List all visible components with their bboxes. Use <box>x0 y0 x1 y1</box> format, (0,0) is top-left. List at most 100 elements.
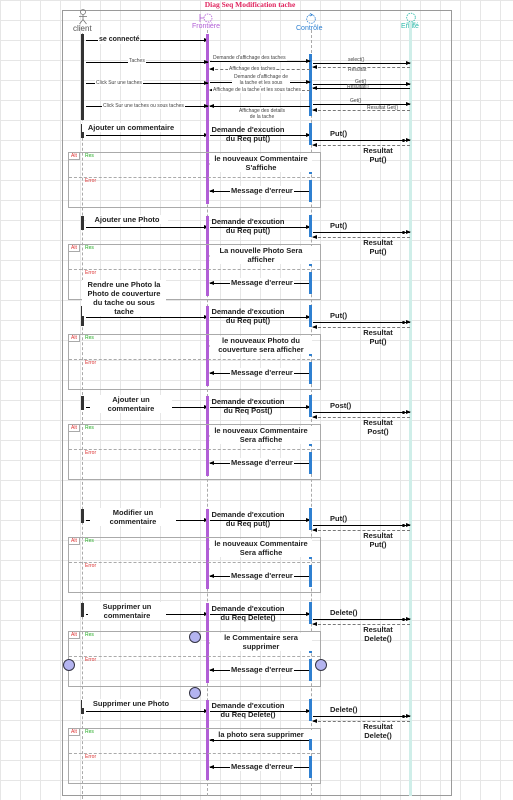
guard-success: Res <box>85 245 94 251</box>
result-arrow <box>312 415 410 419</box>
guard-error: Error <box>85 270 97 276</box>
action-label: Supprimer une Photo <box>82 699 180 708</box>
result-label: Resultat Put() <box>363 238 393 256</box>
msg-connect: se connecté <box>98 35 141 44</box>
request-label: Demande d'excution du Req put() <box>211 307 285 325</box>
call-label: Put() <box>330 129 348 138</box>
activation-controle-block <box>309 215 312 237</box>
request-label: Demande d'excution du Req Delete() <box>211 701 285 719</box>
click-tache-arrow <box>86 81 209 85</box>
call-endpoint <box>402 524 405 527</box>
msg-get2: Get() <box>350 98 362 104</box>
activation-controle-block <box>309 508 312 530</box>
request-label: Demande d'excution du Req Post() <box>211 397 285 415</box>
get-arrow <box>313 82 411 86</box>
call-label: Delete() <box>330 705 358 714</box>
call-label: Put() <box>330 514 348 523</box>
success-label: la photo sera supprimer <box>210 730 312 739</box>
activation-entite <box>409 22 412 796</box>
request-label: Demande d'excution du Req put() <box>211 125 285 143</box>
action-arrow <box>86 133 209 137</box>
diagram-frame <box>62 10 452 796</box>
call-arrow <box>313 714 411 718</box>
activation-client-block <box>81 603 84 617</box>
call-arrow <box>313 320 411 324</box>
request-label: Demande d'excution du Req put() <box>211 217 285 235</box>
action-arrow <box>86 225 209 229</box>
call-arrow <box>313 230 411 234</box>
msg-detail-2: Affichage des details de la tache <box>236 108 288 120</box>
msg-taches: Taches <box>128 58 146 64</box>
result-label: Resultat Delete() <box>363 722 393 740</box>
msg-req-affichage: Demande d'affichage des taches <box>212 55 287 61</box>
alt-label: Alt <box>69 632 80 639</box>
action-label: Ajouter une Photo <box>86 215 168 224</box>
result-label: Resultat Put() <box>363 531 393 549</box>
msg-resultat-get: Resultat Get() <box>367 105 399 111</box>
success-label: le nouveaux Commentaire Sera affiche <box>210 539 312 557</box>
participant-frontiere: Frontière <box>192 23 221 30</box>
request-label: Demande d'excution du Req Delete() <box>211 604 285 622</box>
call-label: Post() <box>330 401 352 410</box>
activation-controle-block <box>309 602 312 624</box>
guard-success: Res <box>85 729 94 735</box>
error-label: Message d'erreur <box>230 762 294 771</box>
resultat2-arrow <box>312 86 410 90</box>
activation-client-block <box>81 216 84 230</box>
action-arrow <box>86 315 209 319</box>
activation-controle-error <box>309 659 312 681</box>
actor-icon <box>79 9 87 25</box>
detail-2-arrow <box>209 104 310 108</box>
activation-client-block <box>81 509 84 523</box>
guard-error: Error <box>85 563 97 569</box>
selection-handle[interactable] <box>315 659 327 671</box>
selection-handle[interactable] <box>63 659 75 671</box>
call-arrow <box>313 523 411 527</box>
call-endpoint <box>402 231 405 234</box>
activation-frontiere-block <box>206 396 209 476</box>
activation-controle-block <box>309 395 312 417</box>
lifeline-client <box>82 33 83 799</box>
alt-label: Alt <box>69 335 80 342</box>
success-label: le nouveaux Commentaire S'affiche <box>210 154 312 172</box>
activation-controle-block <box>309 123 312 145</box>
msg-click-tache: Click Sur une taches <box>95 80 143 86</box>
call-endpoint <box>402 321 405 324</box>
request-arrow <box>210 709 311 713</box>
activation-controle-error <box>309 362 312 384</box>
guard-success: Res <box>85 153 94 159</box>
guard-success: Res <box>85 538 94 544</box>
req-affichage-arrow <box>210 59 311 63</box>
selection-handle[interactable] <box>189 631 201 643</box>
msg-select: select() <box>348 57 365 63</box>
call-arrow <box>313 410 411 414</box>
result-label: Resultat Put() <box>363 146 393 164</box>
request-arrow <box>210 133 311 137</box>
alt-separator <box>69 269 320 270</box>
msg-resultat: Resultat <box>348 67 367 73</box>
resultat-get-arrow <box>312 108 410 112</box>
alt-label: Alt <box>69 538 80 545</box>
msg-affichage: Affichage des taches <box>228 66 277 72</box>
alt-label: Alt <box>69 245 80 252</box>
alt-separator <box>69 562 320 563</box>
error-label: Message d'erreur <box>230 186 294 195</box>
success-label: le nouveaux Photo du couverture sera aff… <box>210 336 312 354</box>
participant-controle: Contrôle <box>296 25 323 32</box>
guard-success: Res <box>85 632 94 638</box>
call-arrow <box>313 617 411 621</box>
activation-controle-error <box>309 272 312 294</box>
msg-affichage-sous: Affichage de la tache et les sous taches <box>212 87 303 93</box>
result-arrow <box>312 528 410 532</box>
result-label: Resultat Put() <box>363 328 393 346</box>
activation-client-block <box>81 310 84 324</box>
action-label: Modifier un commentaire <box>90 508 176 526</box>
alt-separator <box>69 359 320 360</box>
success-label: le Commentaire sera supprimer <box>210 633 312 651</box>
guard-error: Error <box>85 657 97 663</box>
selection-handle[interactable] <box>189 687 201 699</box>
action-label: Ajouter un commentaire <box>82 123 180 132</box>
request-arrow <box>210 225 311 229</box>
alt-separator <box>69 656 320 657</box>
